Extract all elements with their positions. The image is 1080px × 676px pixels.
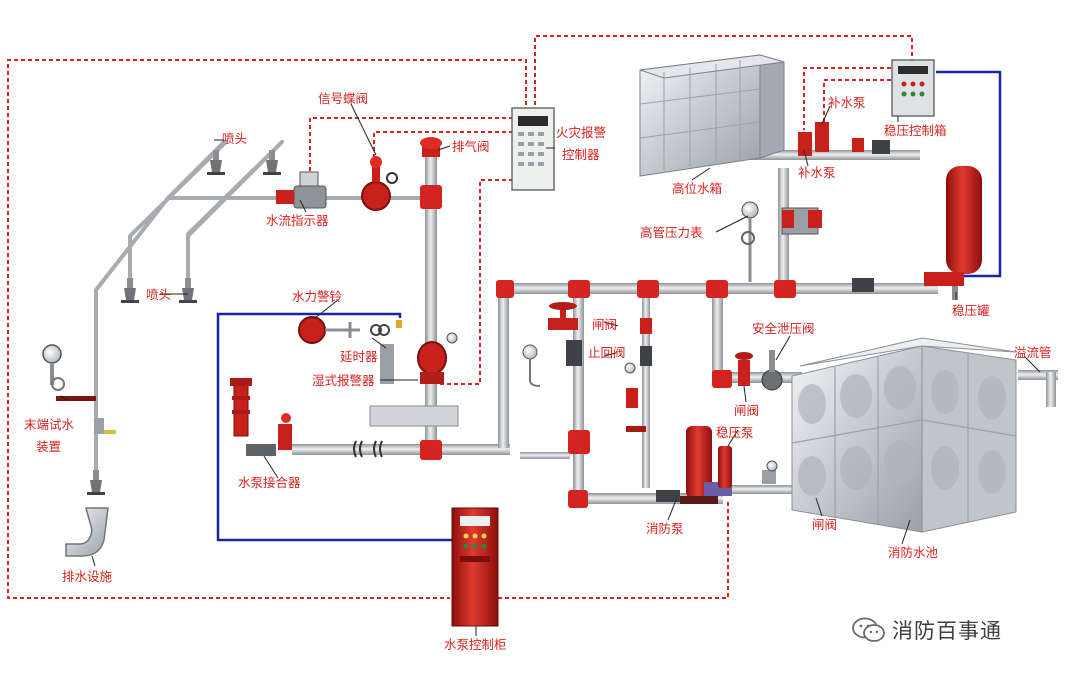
label-water-gong: 水力警铃 xyxy=(292,289,343,304)
label-wet-alarm-valve: 湿式报警器 xyxy=(312,373,375,388)
label-pump-connector: 水泵接合器 xyxy=(238,475,301,490)
pump-control-cabinet xyxy=(451,507,499,627)
label-pressure-control-box: 稳压控制箱 xyxy=(884,123,947,138)
label-end-test-line2: 装置 xyxy=(36,439,62,454)
label-fire-alarm-controller-line2: 控制器 xyxy=(562,147,600,162)
label-signal-butterfly-valve: 信号蝶阀 xyxy=(318,91,369,106)
pressure-control-box xyxy=(891,59,935,117)
leader-lines xyxy=(59,103,1041,636)
control-wiring xyxy=(216,70,1002,542)
label-pressure-tank: 稳压罐 xyxy=(952,303,990,318)
wechat-icon xyxy=(852,617,885,642)
label-fire-pump: 消防泵 xyxy=(646,521,684,536)
label-gate-valve-1: 闸阀 xyxy=(592,317,618,332)
label-water-flow-indicator: 水流指示器 xyxy=(266,213,329,228)
pressure-tank xyxy=(924,166,982,300)
watermark: 消防百事通 xyxy=(852,610,1062,650)
valve-cluster xyxy=(522,302,652,432)
label-fire-alarm-controller-line1: 火灾报警 xyxy=(556,125,607,140)
label-check-valve: 止回阀 xyxy=(588,345,626,360)
signal-wiring xyxy=(7,35,913,599)
wet-alarm-valve xyxy=(369,332,459,427)
signal-butterfly-valve xyxy=(361,156,398,211)
sprinkler-branch-piping xyxy=(94,140,432,472)
label-sprinkler-head-bottom: 喷头 xyxy=(146,287,172,302)
fire-alarm-controller xyxy=(511,107,555,191)
label-gate-valve-2: 闸阀 xyxy=(734,403,760,418)
label-fire-pool: 消防水池 xyxy=(888,545,939,560)
make-up-pumps xyxy=(741,122,890,292)
pump-connector xyxy=(230,378,332,456)
label-retard-chamber: 延时器 xyxy=(340,349,378,364)
exhaust-valve xyxy=(420,137,442,157)
label-overflow-pipe: 溢流管 xyxy=(1014,345,1052,360)
label-end-test-line1: 末端试水 xyxy=(24,417,75,432)
safety-relief-valve xyxy=(735,350,783,391)
label-make-up-pump-bottom: 补水泵 xyxy=(798,165,836,180)
drain-facility xyxy=(65,507,109,557)
fire-pool xyxy=(791,337,1017,533)
label-safety-relief-valve: 安全泄压阀 xyxy=(752,321,815,336)
label-pump-control-cabinet: 水泵控制柜 xyxy=(444,637,507,652)
label-make-up-pump-top: 补水泵 xyxy=(828,95,866,110)
label-sprinkler-head-top: 喷头 xyxy=(222,131,248,146)
end-test-device xyxy=(42,344,116,434)
label-drain-facility: 排水设施 xyxy=(62,569,113,584)
pipe-break-marks xyxy=(353,440,383,458)
label-high-pipe-gauge: 高管压力表 xyxy=(640,225,703,240)
water-flow-indicator xyxy=(276,171,327,209)
label-high-tank: 高位水箱 xyxy=(672,181,723,196)
label-gate-valve-3: 闸阀 xyxy=(812,517,838,532)
label-jockey-pump: 稳压泵 xyxy=(716,425,754,440)
water-gong xyxy=(298,316,402,344)
red-fittings xyxy=(420,185,796,508)
sprinkler-heads xyxy=(87,150,281,495)
label-exhaust-valve: 排气阀 xyxy=(452,139,490,154)
high-level-tank xyxy=(639,54,785,177)
watermark-text: 消防百事通 xyxy=(892,619,1002,643)
